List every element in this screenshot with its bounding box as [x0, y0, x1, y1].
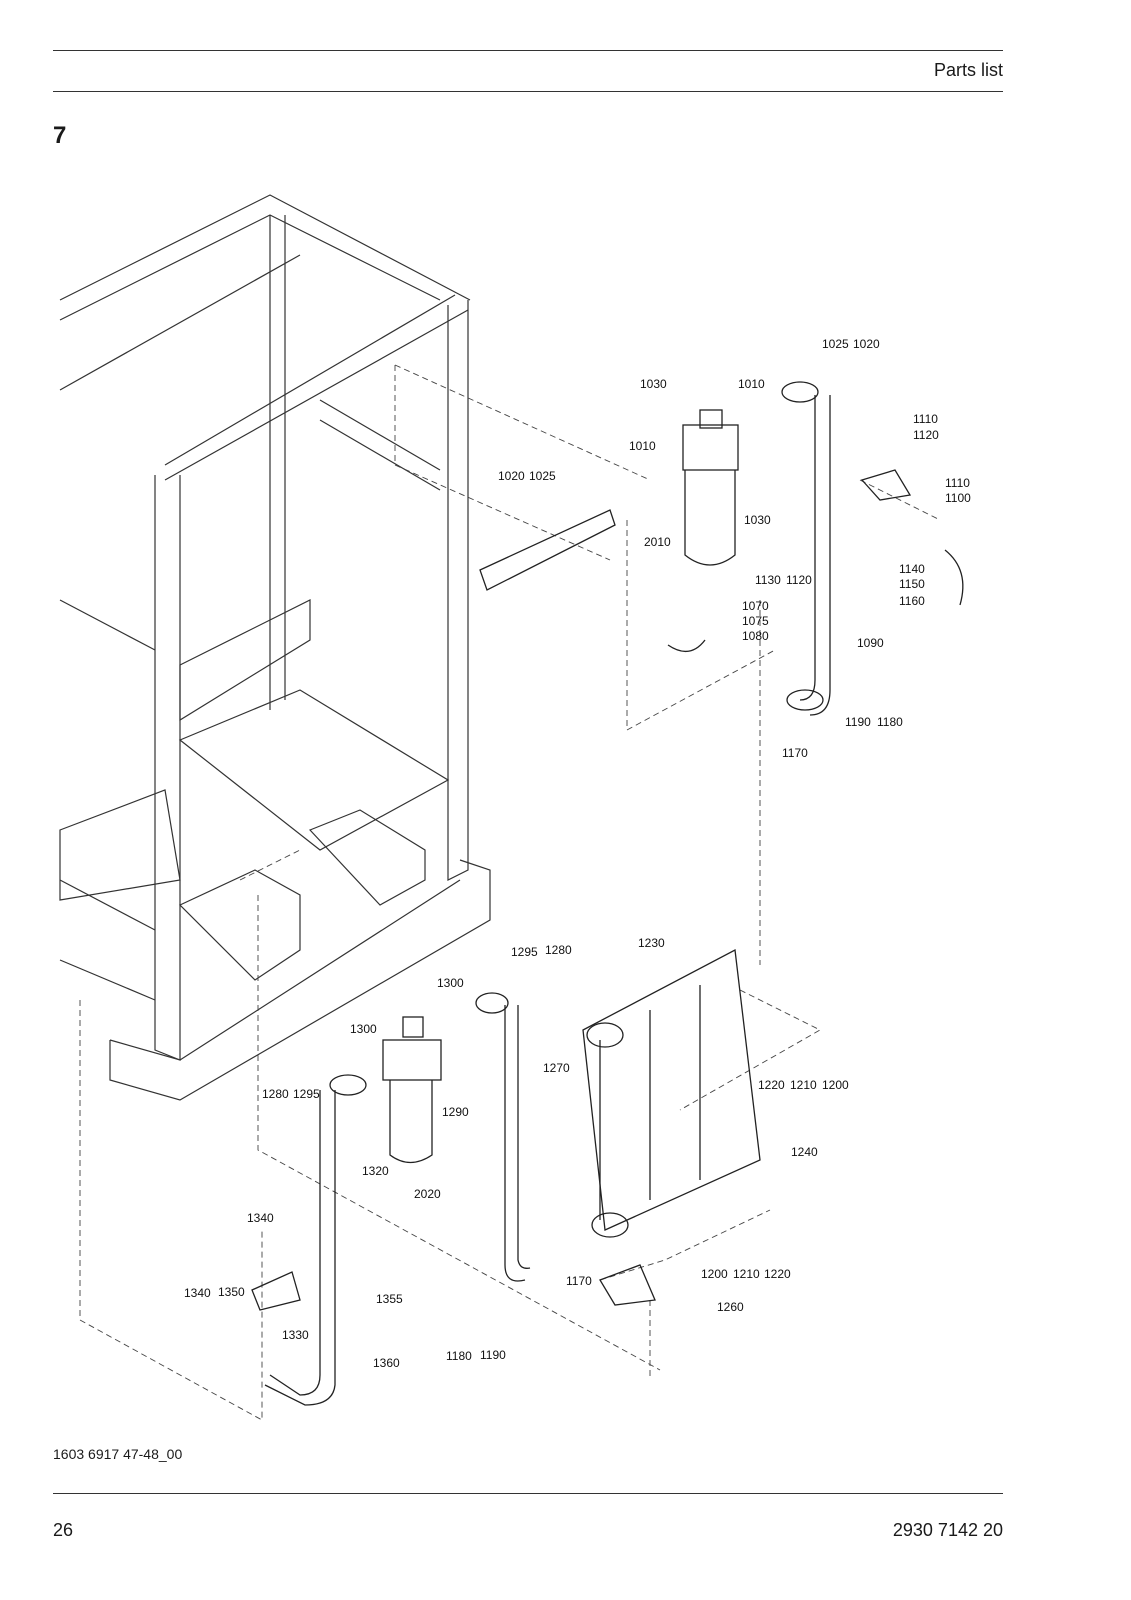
label-1110: 1110: [913, 412, 938, 426]
header-title: Parts list: [933, 60, 1003, 80]
label-1080: 1080: [742, 629, 769, 643]
label-1295: 1295: [511, 945, 538, 959]
label-1280: 1280: [545, 943, 572, 957]
label-1025: 1025: [822, 337, 849, 351]
label-1340: 1340: [247, 1211, 274, 1225]
label-1340: 1340: [184, 1286, 211, 1300]
label-1190: 1190: [845, 715, 871, 729]
label-1210: 1210: [790, 1078, 817, 1092]
label-1360: 1360: [373, 1356, 400, 1370]
label-1030: 1030: [640, 377, 667, 391]
label-1120: 1120: [786, 573, 812, 587]
label-1300: 1300: [437, 976, 464, 990]
label-1130: 1130: [755, 573, 781, 587]
label-1295: 1295: [293, 1087, 320, 1101]
label-1320: 1320: [362, 1164, 389, 1178]
label-1170: 1170: [782, 746, 808, 760]
label-1270: 1270: [543, 1061, 570, 1075]
part-number-labels: 1025 1020 1030 1010 1010 1110 1120 1020 …: [184, 337, 971, 1370]
page-number: 26: [53, 1520, 74, 1540]
label-1180: 1180: [877, 715, 903, 729]
label-1350: 1350: [218, 1285, 245, 1299]
footer-rule: [53, 1493, 1003, 1494]
label-1140: 1140: [899, 562, 925, 576]
label-1010: 1010: [738, 377, 765, 391]
label-1150: 1150: [899, 577, 925, 591]
label-1290: 1290: [442, 1105, 469, 1119]
label-1200: 1200: [822, 1078, 849, 1092]
machine-frame: [59, 194, 491, 1101]
label-1090: 1090: [857, 636, 884, 650]
label-1025: 1025: [529, 469, 556, 483]
label-1030: 1030: [744, 513, 771, 527]
label-1020: 1020: [853, 337, 880, 351]
label-1160: 1160: [899, 594, 925, 608]
label-1180: 1180: [446, 1349, 472, 1363]
label-1240: 1240: [791, 1145, 818, 1159]
label-1010: 1010: [629, 439, 656, 453]
label-1220: 1220: [758, 1078, 785, 1092]
label-1210: 1210: [733, 1267, 760, 1281]
label-1200: 1200: [701, 1267, 728, 1281]
label-1230: 1230: [638, 936, 665, 950]
label-1170: 1170: [566, 1274, 592, 1288]
label-1020: 1020: [498, 469, 525, 483]
drawing-id: 1603 6917 47-48_00: [53, 1446, 183, 1462]
assembly-guide-lines: [79, 364, 941, 1421]
label-1190: 1190: [480, 1348, 506, 1362]
label-1260: 1260: [717, 1300, 744, 1314]
label-1070: 1070: [742, 599, 769, 613]
label-2020: 2020: [414, 1187, 441, 1201]
label-1220: 1220: [764, 1267, 791, 1281]
label-1330: 1330: [282, 1328, 309, 1342]
label-2010: 2010: [644, 535, 671, 549]
label-1110: 1110: [945, 476, 970, 490]
label-1120: 1120: [913, 428, 939, 442]
label-1355: 1355: [376, 1292, 403, 1306]
label-1075: 1075: [742, 614, 769, 628]
header-top-rule: [53, 50, 1003, 51]
header-bottom-rule: [53, 91, 1003, 92]
document-number: 2930 7142 20: [892, 1520, 1003, 1540]
section-number: 7: [53, 122, 67, 149]
label-1300: 1300: [350, 1022, 377, 1036]
label-1100: 1100: [945, 491, 971, 505]
components: [251, 381, 964, 1406]
label-1280: 1280: [262, 1087, 289, 1101]
